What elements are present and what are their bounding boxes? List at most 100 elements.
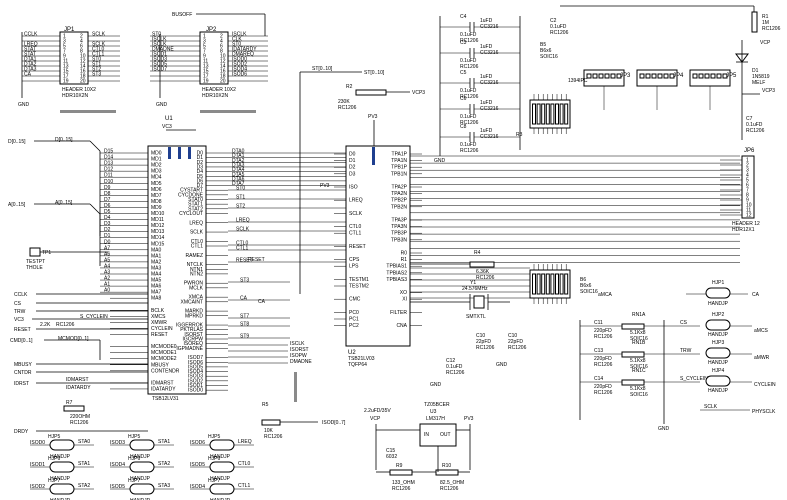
- header-pin-label: ISCLK: [152, 42, 167, 48]
- u1-right-pin-label: IGCRPW: [182, 337, 203, 343]
- u2-right-pin-label: CNA: [396, 323, 407, 329]
- d-bus-entry: [89, 140, 101, 152]
- jp1-gnd-label: GND: [18, 102, 30, 108]
- ma-bus-stub-label: A3: [104, 270, 110, 276]
- amcs-label: aMCS: [754, 328, 769, 334]
- u1-right-pin-label: D3: [197, 164, 204, 170]
- u1-right-pin-label: NTCLK: [187, 262, 204, 268]
- bottom-jumper-ref: HJP5: [208, 434, 220, 440]
- header-pin-number: 11: [203, 59, 208, 65]
- hjp-ref: HJP2: [712, 312, 724, 318]
- u2-left-pin-label: CMC: [349, 297, 361, 303]
- u1-right-pin-label: CYCLOUT: [179, 211, 203, 217]
- jp6-pin-number: 12: [746, 213, 752, 219]
- u2-right-pin-label: TPA2P: [392, 185, 408, 191]
- bottom-jumper-ref: HJP5: [48, 434, 60, 440]
- r6-footprint: RC1206: [56, 322, 75, 328]
- u1-right-pin-label: D7: [197, 183, 204, 189]
- u3-footprint: LM317H: [426, 416, 445, 422]
- array-resistor: [550, 103, 555, 125]
- rn1-elements: RN1A5.1Kx8SOIC16C11220pFDRC1206CSHJP2HAN…: [579, 280, 760, 424]
- bottom-jumper-input: ISOD6: [190, 440, 205, 446]
- u1-right-pin-label: D4: [197, 169, 204, 175]
- u1-ref: U1: [165, 116, 173, 122]
- bottom-jumper-output: CTL0: [238, 461, 250, 467]
- jp1-part: HEADER 10X2: [62, 87, 96, 93]
- tp1-ref: TP1: [42, 250, 51, 256]
- b6-ref: B6: [580, 277, 586, 283]
- c11b-footprint: RC1206: [508, 345, 527, 351]
- connector-1394-pin: [616, 73, 622, 79]
- u2-right-pin-label: TPB3N: [391, 237, 408, 243]
- r9-ref: R9: [396, 463, 403, 469]
- cntdr-label: CNTDR: [14, 370, 32, 376]
- a-bus-entry: [89, 203, 101, 215]
- mcmod-label: MCMOD[0..1]: [58, 336, 89, 342]
- rn1-cap-ref: C14: [594, 376, 603, 382]
- connector-1394-pin: [592, 73, 598, 79]
- connector-1394-pin: [698, 73, 704, 79]
- capacitor-footprint-small: RC1206: [460, 148, 479, 154]
- u2-left-pin-label: ISO: [349, 185, 358, 191]
- bottom-jumper-body: [129, 483, 155, 495]
- header-pin-number: 16: [80, 69, 86, 75]
- u1-vcc: VC3: [162, 124, 172, 130]
- u2-left-pin-label: CTL1: [349, 231, 361, 237]
- rn1-resistor: [621, 351, 645, 358]
- md-bus-stub-label: D12: [104, 167, 113, 173]
- u2-right-pin-label: TPA3N: [391, 224, 407, 230]
- c11b-ref: C10: [508, 333, 517, 339]
- idrst-label: IDRST: [14, 381, 29, 387]
- header-pin-label: ISCLK: [152, 37, 167, 43]
- u1-right-pins: D0D1D2D3D4D5D6D7CYSTARTCYCDONESTAT0STAT1…: [176, 151, 228, 394]
- array-resistor: [564, 103, 569, 125]
- vcp3-label: VCP3: [412, 90, 425, 96]
- header-pin-label: LREQ: [24, 42, 38, 48]
- u1-right-pin-label: ISOD6: [188, 360, 203, 366]
- bottom-jumper-body: [209, 483, 235, 495]
- vcp3-top-label: VCP3: [762, 88, 775, 94]
- hjp-type: HANDJP: [708, 360, 729, 366]
- hjp-type: HANDJP: [708, 388, 729, 394]
- jp6-pin-number: 3: [746, 168, 749, 174]
- u1-u2-control-label: ST2: [236, 204, 245, 210]
- array-resistor: [545, 273, 550, 295]
- c10-footprint: RC1206: [476, 345, 495, 351]
- header-pin-label: STAT: [24, 47, 36, 53]
- u2-body: [345, 145, 411, 347]
- bottom-jumper-output: STA1: [78, 461, 90, 467]
- u1-left-pin-label: CYCLEIN: [151, 326, 173, 332]
- header-pin-number: 17: [63, 74, 69, 80]
- jp2-footprint: HDR10X2N: [202, 93, 229, 99]
- u2-left-pin-label: TESTM2: [349, 284, 369, 290]
- header-pin-number: 20: [220, 79, 226, 85]
- d1-part: 1N5819: [752, 74, 770, 80]
- r7-value: 220OHM: [70, 414, 90, 420]
- connector-1394-pin: [645, 73, 651, 79]
- capacitor-footprint: CC3216: [480, 134, 499, 140]
- u1-right-pin-label: MPRKD: [185, 313, 203, 319]
- header-pin-label: STAT: [24, 52, 36, 58]
- u1-part: TSB12LV31: [152, 396, 179, 402]
- u1-left-pin-label: MD12: [151, 223, 165, 229]
- u2-right-pin-label: TPA2N: [391, 191, 407, 197]
- u1-left-pin-label: MD4: [151, 175, 162, 181]
- u2-left-pin-label: D3: [349, 171, 356, 177]
- chip-u1: U1 MD0MD1MD2MD3MD4MD5MD6MD7MD8MD9MD10MD1…: [110, 116, 228, 402]
- header-pin-number: 16: [220, 69, 226, 75]
- r4-ref: R4: [474, 250, 481, 256]
- connector-1394-pin: [710, 73, 716, 79]
- header-pin-number: 4: [80, 39, 83, 45]
- header-pin-number: 18: [80, 74, 86, 80]
- hjp-ca-label: CA: [752, 292, 760, 298]
- u2-right-pin-label: TPB2P: [391, 198, 408, 204]
- u2-right-pin-label: R1: [401, 257, 408, 263]
- connector-1394-pin: [669, 73, 675, 79]
- capacitor-footprint: CC3216: [480, 24, 499, 30]
- u1-left-pin-label: MCMODE2: [151, 356, 177, 362]
- header-pin-label: ST1: [92, 62, 101, 68]
- rn1-resistor: [621, 379, 645, 386]
- power-section: R1 1M RC1206 C2 0.1uFD RC1206 VCP D1 1N5…: [550, 5, 781, 140]
- u1-right-net-lines: DTA0DTA1DTA2DTA3DTA4DTA5DTA6DTA7ST0ST1ST…: [228, 149, 740, 364]
